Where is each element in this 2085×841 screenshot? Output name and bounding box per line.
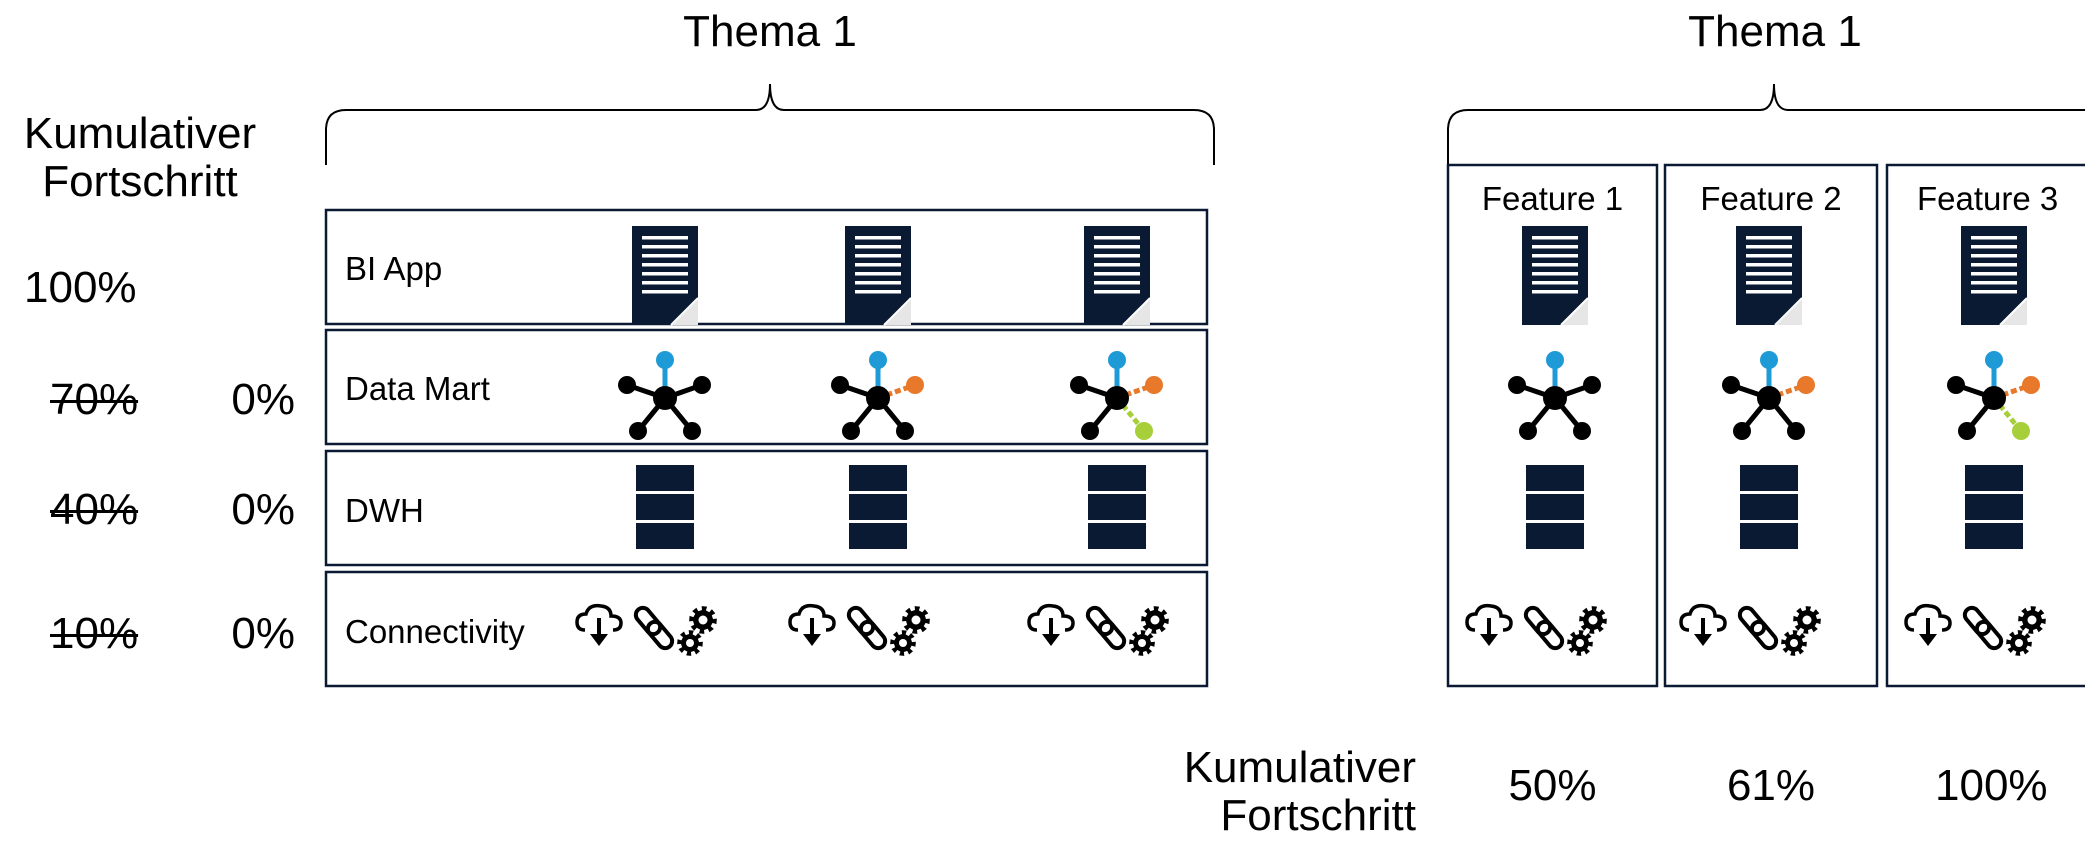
feature-progress-3: 100% [1935,761,2048,810]
feature-progress-2: 61% [1726,761,1816,810]
layer-box-bi-app [324,208,1209,326]
feature-label-1: Feature 1 [1481,180,1624,217]
chain-link-icon [633,605,675,651]
gears-icon [1781,606,1821,656]
chain-link-icon [846,605,888,651]
right-theme-brace [1447,83,2085,165]
right-theme-title: Thema 1 [1688,7,1862,56]
star-schema-network-icon [831,351,924,440]
cloud-download-icon [1904,603,1952,646]
database-stack-icon [1526,465,1584,549]
icon-layer [575,226,2046,656]
left-theme-title: Thema 1 [683,7,857,56]
database-stack-icon [1740,465,1798,549]
layer-box-dwh [324,449,1209,567]
report-document-icon [845,226,912,326]
database-stack-icon [849,465,907,549]
chain-link-icon [1085,605,1127,651]
gears-icon [677,606,717,656]
cloud-download-icon [1027,603,1075,646]
cloud-download-icon [575,603,623,646]
star-schema-network-icon [1070,351,1163,440]
layer-label-dwh: DWH [345,492,424,529]
gears-icon [1567,606,1607,656]
layer-label-bi-app: BI App [345,250,443,287]
star-schema-network-icon [618,351,711,440]
report-document-icon [1084,226,1151,326]
chain-link-icon [1962,605,2004,651]
database-stack-icon [1088,465,1146,549]
layer-box-data-mart [324,328,1209,446]
star-schema-network-icon [1722,351,1815,440]
feature-label-3: Feature 3 [1917,180,2059,217]
database-stack-icon [1965,465,2023,549]
report-document-icon [1961,226,2028,326]
feature-box-3 [1885,163,2085,688]
feature-box-1 [1446,163,1659,688]
layer-label-data-mart: Data Mart [345,370,490,407]
progress-previous-data-mart: 70% [50,375,139,424]
layer-label-connectivity: Connectivity [345,613,525,650]
database-stack-icon [636,465,694,549]
progress-current-bi-app: 100% [24,263,137,312]
gears-icon [890,606,930,656]
progress-current-connectivity: 0% [231,609,295,658]
progress-current-dwh: 0% [231,485,295,534]
cloud-download-icon [1465,603,1513,646]
layer-box-connectivity [324,570,1209,688]
feature-box-2 [1663,163,1879,688]
progress-previous-connectivity: 10% [50,609,139,658]
right-progress-heading: Kumulativer Fortschritt [1183,743,1416,841]
feature-label-2: Feature 2 [1700,180,1842,217]
report-document-icon [1736,226,1803,326]
cloud-download-icon [788,603,836,646]
gears-icon [1129,606,1169,656]
report-document-icon [1522,226,1589,326]
progress-previous-dwh: 40% [50,485,139,534]
chain-link-icon [1737,605,1779,651]
report-document-icon [632,226,699,326]
star-schema-network-icon [1508,351,1601,440]
star-schema-network-icon [1947,351,2040,440]
cloud-download-icon [1679,603,1727,646]
progress-current-data-mart: 0% [231,375,295,424]
left-theme-brace [325,83,1215,165]
left-progress-heading: Kumulativer Fortschritt [23,109,257,207]
feature-progress-1: 50% [1508,761,1597,810]
gears-icon [2006,606,2046,656]
chain-link-icon [1523,605,1565,651]
